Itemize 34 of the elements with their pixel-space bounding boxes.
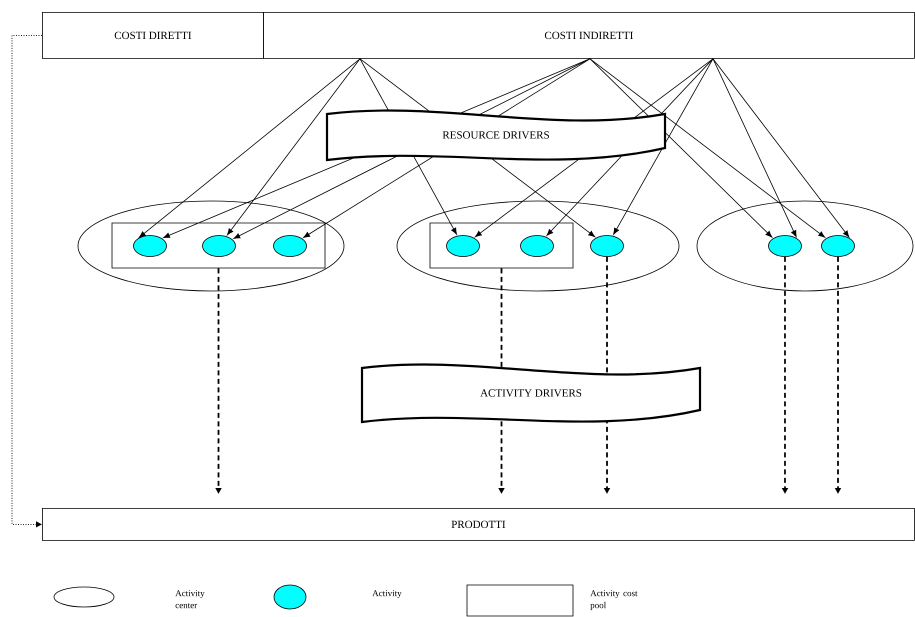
arrow [303,58,590,238]
legend-item: Activity [274,584,402,610]
activity-circle [446,235,480,257]
arrow [546,58,714,236]
arrow [360,58,457,235]
arrow [590,58,826,238]
activity-center-ellipse [78,200,344,292]
activity-circle [133,235,167,257]
arrow [613,58,714,235]
activity-circle [202,235,236,257]
activity-circle [520,235,554,257]
activity-circle [590,235,624,257]
cost-box: PRODOTTI [42,508,915,541]
arrow [712,58,850,238]
driver-banner: ACTIVITY DRIVERS [360,363,702,424]
arrow [712,58,797,238]
cost-pool-rectangle [430,222,574,268]
arrow [226,58,360,236]
activity-center-ellipse [396,200,680,292]
arrow [474,58,714,238]
activity-circle [821,235,855,257]
activity-circle [768,235,802,257]
driver-banner: RESOURCE DRIVERS [326,109,666,162]
activity-center-ellipse [696,200,914,292]
legend-item: Activity center [54,586,205,608]
activity-circle [273,235,307,257]
arrow [590,58,772,238]
cost-box: COSTI INDIRETTI [263,12,915,59]
legend-item: Activity cost pool [466,584,638,616]
cost-pool-rectangle [112,222,326,268]
arrow [138,58,360,238]
arrow [233,58,590,239]
cost-box: COSTI DIRETTI [42,12,264,59]
arrow [360,58,596,238]
